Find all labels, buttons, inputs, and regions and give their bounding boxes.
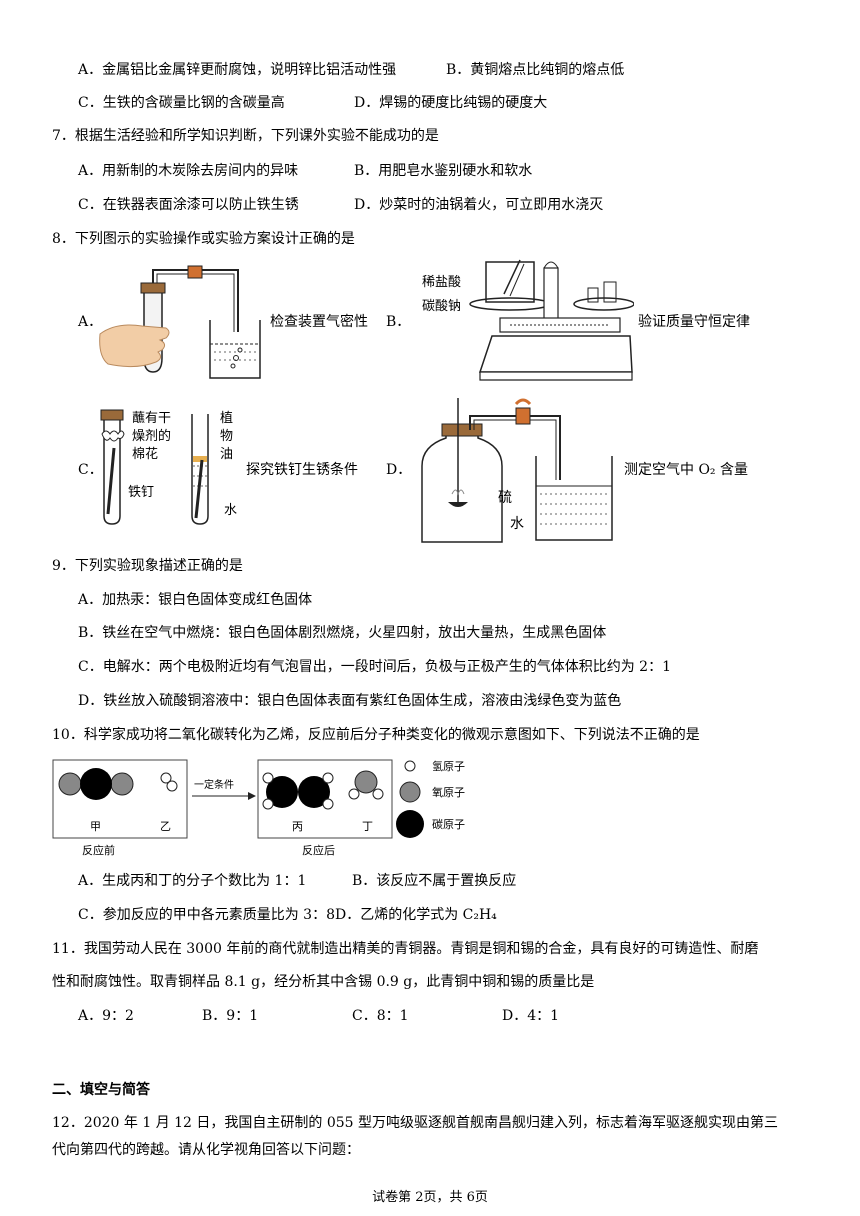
label-cotton-line1: 蘸有干: [132, 411, 171, 426]
q6-option-a: A．金属铝比金属锌更耐腐蚀，说明锌比铝活动性强: [78, 62, 397, 78]
q7-option-c: C．在铁器表面涂漆可以防止铁生锈: [78, 197, 299, 213]
label-sulfur: 硫: [498, 490, 512, 506]
section-title: 二、填空与简答: [52, 1082, 150, 1098]
q12-stem-line2: 代向第四代的跨越。请从化学视角回答以下问题：: [52, 1142, 360, 1158]
q7-stem: 7．根据生活经验和所学知识判断，下列课外实验不能成功的是: [52, 128, 439, 144]
q12-stem-line1: 12．2020 年 1 月 12 日，我国自主研制的 055 型万吨级驱逐舰首舰…: [52, 1115, 779, 1131]
q8-d-letter: D．: [386, 462, 412, 478]
q10-option-c-d: C．参加反应的甲中各元素质量比为 3：8D．乙烯的化学式为 C₂H₄: [78, 907, 497, 923]
label-oil-1: 植: [220, 411, 233, 426]
page-footer: 试卷第 2页，共 6页: [372, 1190, 488, 1205]
q6-option-d: D．焊锡的硬度比纯锡的硬度大: [354, 95, 548, 111]
q8-c-caption: 探究铁钉生锈条件: [246, 462, 358, 478]
legend-oxygen: 氧原子: [432, 785, 465, 799]
label-oil-2: 物: [220, 429, 233, 444]
q7-option-b: B．用肥皂水鉴别硬水和软水: [354, 163, 533, 179]
q8-a-figure: [96, 260, 270, 384]
q11-stem-line2: 性和耐腐蚀性。取青铜样品 8.1 g，经分析其中含锡 0.9 g，此青铜中铜和锡…: [52, 974, 595, 990]
label-yi: 乙: [160, 820, 171, 833]
q10-option-b: B．该反应不属于置换反应: [352, 873, 517, 889]
q11-option-a: A．9：2: [78, 1008, 134, 1024]
q9-option-c: C．电解水：两个电极附近均有气泡冒出，一段时间后，负极与正极产生的气体体积比约为…: [78, 659, 671, 675]
q11-option-c: C．8：1: [352, 1008, 409, 1024]
q8-b-letter: B．: [386, 314, 411, 330]
label-cotton-line3: 棉花: [132, 446, 158, 462]
label-oil-3: 油: [220, 447, 233, 462]
q8-c-letter: C．: [78, 462, 103, 478]
q6-option-b: B．黄铜熔点比纯铜的熔点低: [446, 62, 625, 78]
q8-d-caption: 测定空气中 O₂ 含量: [624, 462, 748, 478]
label-condition: 一定条件: [194, 778, 234, 791]
q11-option-d: D．4：1: [502, 1008, 560, 1024]
q6-option-c: C．生铁的含碳量比钢的含碳量高: [78, 95, 285, 111]
q8-a-letter: A．: [78, 314, 103, 330]
label-before: 反应前: [82, 843, 115, 857]
q9-option-d: D．铁丝放入硫酸铜溶液中：银白色固体表面有紫红色固体生成，溶液由浅绿色变为蓝色: [78, 693, 622, 709]
q9-stem: 9．下列实验现象描述正确的是: [52, 558, 243, 574]
label-iron-nail: 铁钉: [128, 485, 154, 500]
q9-option-a: A．加热汞：银白色固体变成红色固体: [78, 592, 313, 608]
label-water-c: 水: [224, 503, 237, 518]
legend-carbon: 碳原子: [432, 817, 465, 831]
legend-hydrogen: 氢原子: [432, 759, 465, 773]
q10-molecule-diagram: 甲 乙 反应前 一定条件 丙 丁 反应后 氢原子 氧原子 碳原子: [52, 756, 492, 860]
q8-a-caption: 检查装置气密性: [270, 314, 368, 330]
label-dilute-hcl: 稀盐酸: [422, 275, 461, 290]
label-water-d: 水: [510, 516, 524, 532]
q8-d-figure: 硫 水: [412, 394, 626, 546]
q9-option-b: B．铁丝在空气中燃烧：银白色固体剧烈燃烧，火星四射，放出大量热，生成黑色固体: [78, 625, 607, 641]
label-jia: 甲: [90, 820, 101, 833]
q8-stem: 8．下列图示的实验操作或实验方案设计正确的是: [52, 231, 355, 247]
label-cotton-line2: 燥剂的: [132, 428, 171, 444]
q11-option-b: B．9：1: [202, 1008, 259, 1024]
q7-option-d: D．炒菜时的油锅着火，可立即用水浇灭: [354, 197, 604, 213]
q7-option-a: A．用新制的木炭除去房间内的异味: [78, 163, 299, 179]
label-after: 反应后: [302, 843, 335, 857]
q8-c-figure: 蘸有干 燥剂的 棉花 铁钉 植 物 油 水: [96, 404, 246, 528]
label-bing: 丙: [292, 820, 303, 833]
q10-stem: 10．科学家成功将二氧化碳转化为乙烯，反应前后分子种类变化的微观示意图如下、下列…: [52, 727, 700, 743]
q8-b-caption: 验证质量守恒定律: [638, 314, 750, 330]
label-sodium-carbonate: 碳酸钠: [422, 299, 461, 314]
label-ding: 丁: [362, 820, 373, 833]
q10-option-a: A．生成丙和丁的分子个数比为 1：1: [78, 873, 307, 889]
q8-b-figure: 稀盐酸 碳酸钠: [420, 254, 634, 386]
q11-stem-line1: 11．我国劳动人民在 3000 年前的商代就制造出精美的青铜器。青铜是铜和锡的合…: [52, 941, 759, 957]
